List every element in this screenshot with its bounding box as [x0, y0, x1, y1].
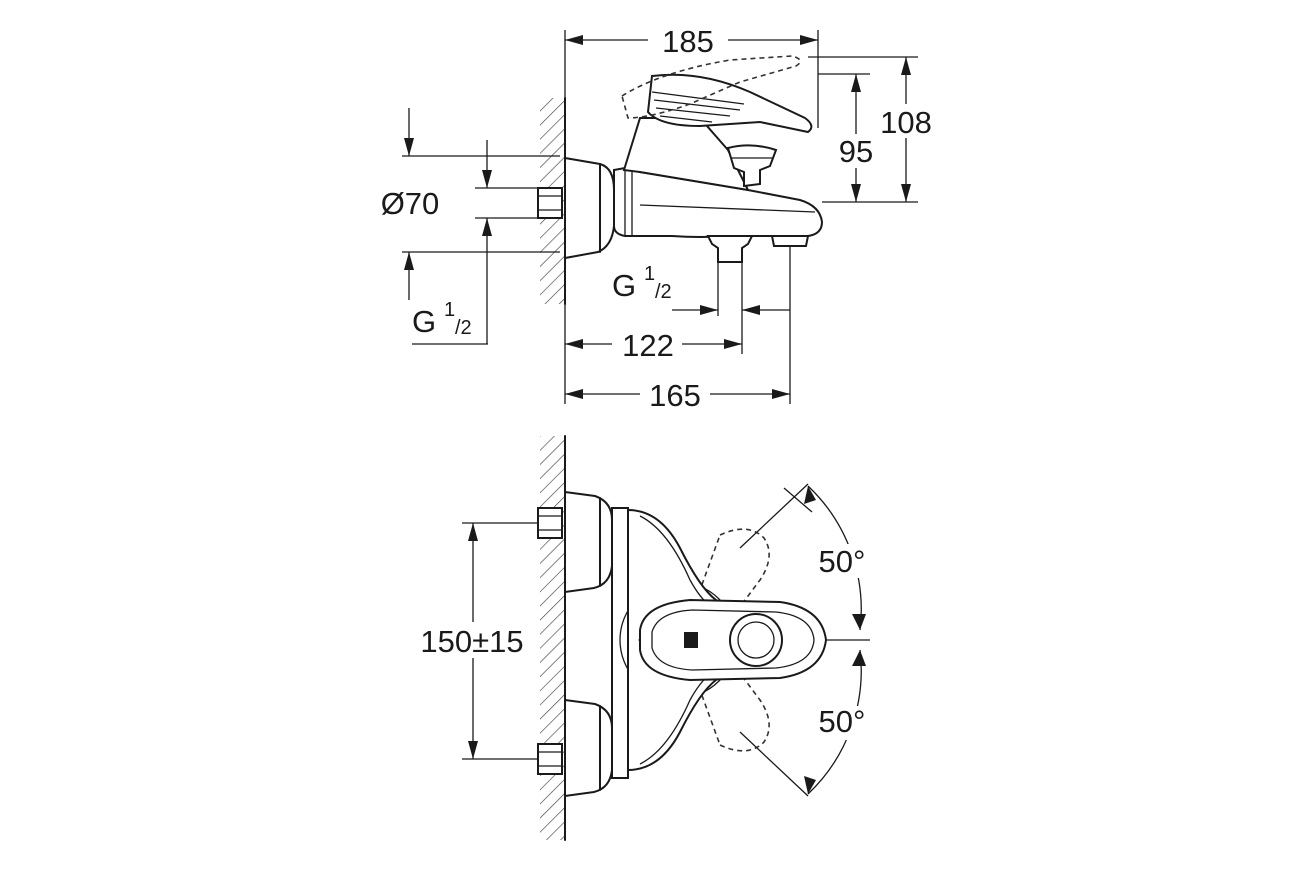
- lever-alt-position: [621, 55, 801, 119]
- dim-108-label: 108: [880, 105, 932, 140]
- wall-flange: [564, 156, 615, 260]
- side-view: 185 108 95 Ø70 G 1 /2: [381, 24, 936, 413]
- lower-flange: [564, 698, 613, 798]
- angle-lower-label: 50°: [819, 704, 866, 739]
- aerator: [770, 235, 810, 247]
- lever-handle: [646, 73, 813, 134]
- outlet-nozzle: [706, 235, 754, 263]
- wall-hatch-bottom: [540, 436, 564, 840]
- dim-95-label: 95: [839, 134, 873, 169]
- diverter-knob: [726, 144, 778, 188]
- upper-inlet-nipple: [537, 507, 563, 539]
- svg-text:G: G: [412, 304, 436, 339]
- dim-122-label: 122: [622, 328, 674, 363]
- inlet-nipple: [537, 187, 563, 219]
- handle-indicator: [684, 632, 698, 648]
- dim-spacing-label: 150±15: [420, 624, 523, 659]
- svg-text:G: G: [612, 268, 636, 303]
- dim-diameter-70-label: Ø70: [381, 186, 440, 221]
- upper-flange: [564, 490, 613, 594]
- svg-text:/2: /2: [455, 317, 472, 339]
- lower-inlet-nipple: [537, 743, 563, 775]
- dim-165-label: 165: [649, 378, 701, 413]
- svg-text:/2: /2: [655, 281, 672, 303]
- angle-upper-label: 50°: [819, 544, 866, 579]
- svg-text:1: 1: [444, 299, 455, 321]
- thread-outlet-label: G 1 /2: [612, 263, 672, 303]
- thread-inlet-label: G 1 /2: [412, 299, 472, 339]
- dim-185-label: 185: [662, 24, 714, 59]
- svg-text:1: 1: [644, 263, 655, 285]
- front-view: 50° 50° 150±15: [414, 435, 872, 841]
